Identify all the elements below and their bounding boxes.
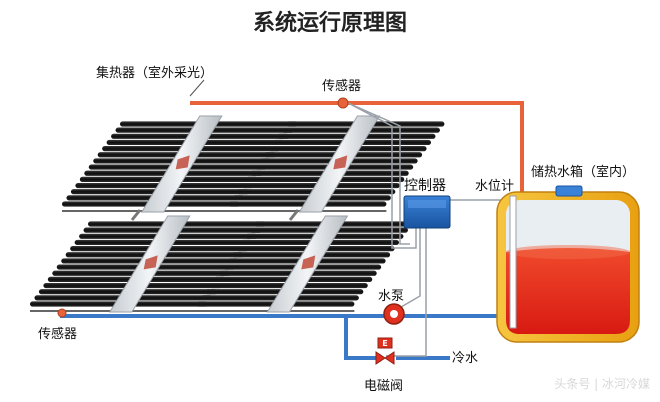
watermark: 头条号 | 冰河冷媒 — [554, 377, 650, 391]
sensor-dot-icon — [337, 97, 349, 109]
label-sensor-top: 传感器 — [322, 78, 361, 94]
label-cold-water: 冷水 — [452, 351, 478, 366]
label-sensor-bottom: 传感器 — [38, 326, 77, 342]
label-tank: 储热水箱（室内） — [531, 164, 635, 180]
label-pump: 水泵 — [378, 289, 404, 304]
storage-tank[interactable] — [496, 185, 640, 343]
water-level-gauge — [509, 195, 517, 329]
tank-vent-cap — [555, 185, 583, 197]
valve-mark: E — [382, 339, 387, 348]
brand-mark-icon — [143, 255, 158, 270]
collector-panel[interactable] — [62, 115, 299, 213]
hot-water-pipe — [190, 101, 524, 200]
label-collector: 集热器（室外采光） — [96, 65, 213, 81]
brand-mark-icon — [301, 255, 316, 270]
control-wires — [347, 102, 501, 357]
label-valve: 电磁阀 — [364, 379, 403, 394]
panel-connector — [130, 209, 142, 221]
solenoid-valve-icon[interactable]: E — [375, 337, 395, 365]
sensor-dot-icon — [57, 308, 67, 318]
label-water-level: 水位计 — [475, 179, 514, 194]
collector-panel[interactable] — [196, 215, 413, 313]
cold-water-pipe — [60, 314, 498, 360]
label-controller: 控制器 — [404, 178, 446, 194]
solar-collector-array — [30, 115, 445, 313]
panel-connector — [288, 209, 300, 221]
brand-mark-icon — [333, 155, 348, 170]
tank-water — [506, 248, 630, 334]
pump-icon[interactable] — [383, 303, 405, 325]
collector-panel[interactable] — [30, 215, 267, 313]
diagram-title: 系统运行原理图 — [253, 10, 407, 36]
brand-mark-icon — [175, 155, 190, 170]
controller-box[interactable] — [403, 195, 451, 229]
